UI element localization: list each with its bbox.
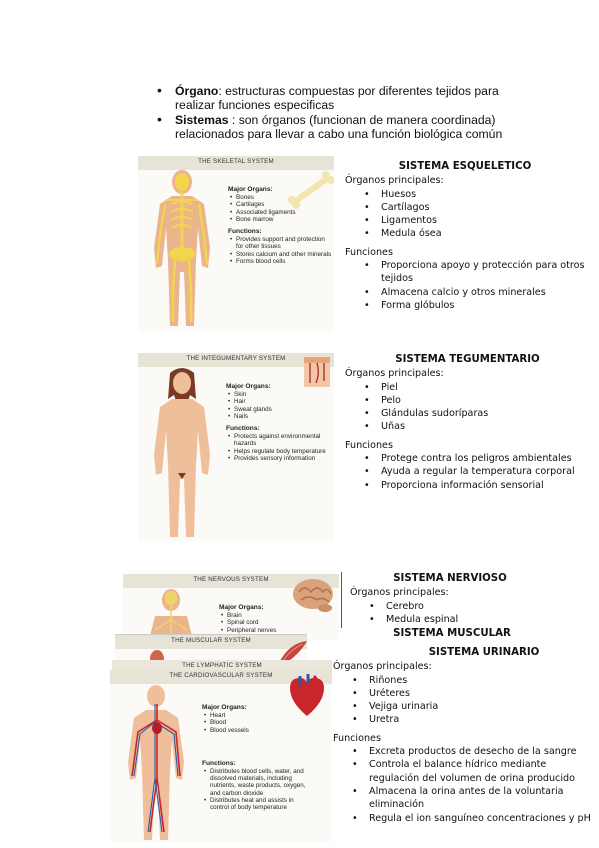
skin-section-icon (304, 357, 330, 387)
nervous-organs: Cerebro Medula espinal (350, 600, 550, 627)
muscle-icon (279, 641, 307, 665)
urinary-title: SISTEMA URINARIO (428, 647, 540, 658)
nervous-title: SISTEMA NERVIOSO (393, 573, 507, 584)
nervous-divider (341, 572, 342, 628)
integumentary-figure-info: Major Organs: Skin Hair Sweat glands Nai… (226, 383, 332, 462)
integumentary-organs: Piel Pelo Glándulas sudoríparas Uñas (345, 381, 590, 434)
intro-organo: Órgano: estructuras compuestas por difer… (157, 83, 517, 112)
cardiovascular-figure-info: Major Organs: Heart Blood Blood vessels … (202, 704, 312, 811)
integumentary-figure: THE INTEGUMENTARY SYSTEM Major Organs: S… (138, 353, 334, 541)
intro-bullets: Órgano: estructuras compuestas por difer… (157, 83, 517, 142)
intro-sistemas: Sistemas : son órganos (funcionan de man… (157, 112, 517, 141)
skeletal-figure-info: Major Organs: Bones Cartilages Associate… (228, 186, 333, 265)
nervous-panel: SISTEMA NERVIOSO Órganos principales: Ce… (350, 572, 550, 626)
urinary-organs: Riñones Uréteres Vejiga urinaria Uretra (333, 674, 595, 727)
muscular-panel: SISTEMA MUSCULAR (352, 627, 552, 640)
urinary-panel: SISTEMA URINARIO Órganos principales: Ri… (333, 646, 595, 825)
human-body-illustration (154, 368, 210, 537)
integumentary-functions: Protege contra los peligros ambientales … (345, 452, 590, 492)
skeletal-title: SISTEMA ESQUELETICO (398, 161, 532, 172)
skeletal-figure: THE SKELETAL SYSTEM Major Organs: Bones … (138, 156, 334, 332)
integumentary-panel: SISTEMA TEGUMENTARIO Órganos principales… (345, 353, 590, 492)
skeletal-functions: Proporciona apoyo y protección para otro… (345, 259, 585, 312)
circulatory-body-illustration (128, 685, 184, 840)
skeleton-illustration (154, 170, 210, 326)
integumentary-title: SISTEMA TEGUMENTARIO (395, 354, 540, 365)
urinary-functions: Excreta productos de desecho de la sangr… (333, 745, 595, 825)
heart-icon (290, 674, 324, 716)
skeletal-organs: Huesos Cartílagos Ligamentos Medula ósea (345, 188, 585, 241)
muscular-title: SISTEMA MUSCULAR (393, 628, 511, 639)
nervous-body-illustration (149, 589, 193, 640)
cardiovascular-figure: THE CARDIOVASCULAR SYSTEM Major Organs: … (110, 670, 332, 842)
brain-icon (293, 579, 333, 612)
skeletal-panel: SISTEMA ESQUELETICO Órganos principales:… (345, 160, 585, 313)
nervous-figure-info: Major Organs: Brain Spinal cord Peripher… (219, 604, 299, 634)
nervous-figure: THE NERVOUS SYSTEM Major Organs: Brain S… (123, 574, 339, 640)
